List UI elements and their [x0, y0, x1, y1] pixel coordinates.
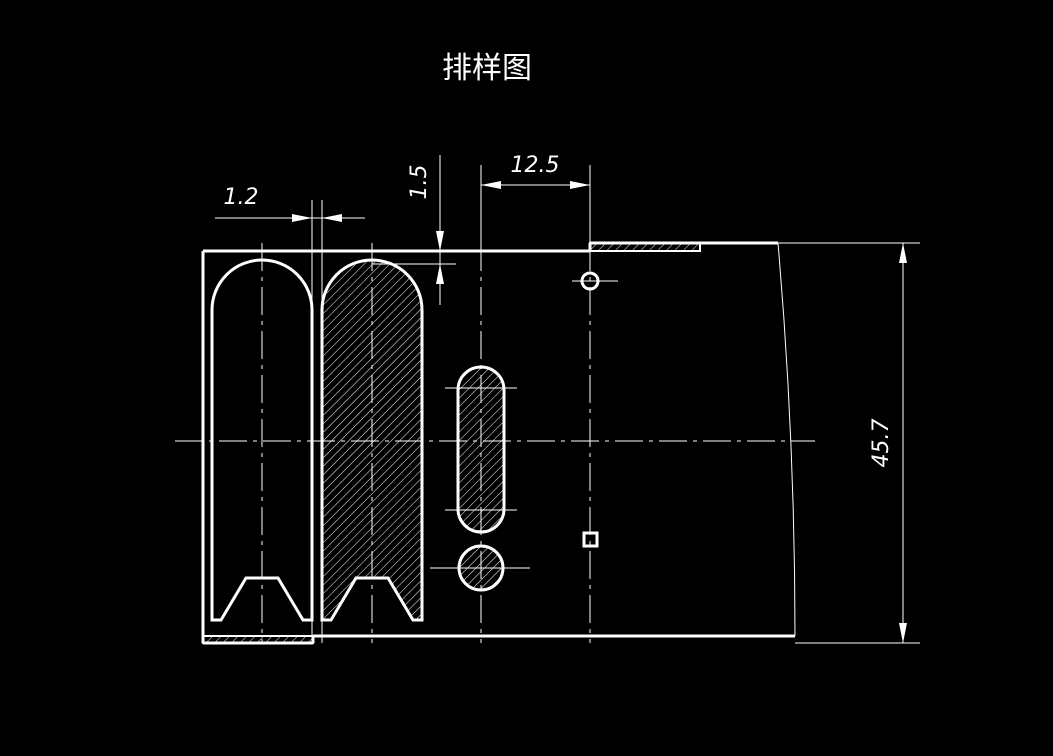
dimension-gap-label: 1.2	[224, 185, 259, 210]
dimension-edge-margin: 1.5	[372, 155, 456, 305]
dimension-strip-width-label: 45.7	[869, 419, 894, 468]
dimension-gap: 1.2	[215, 185, 365, 643]
drawing-title: 排样图	[442, 51, 532, 86]
dimension-strip-width: 45.7	[778, 242, 920, 644]
top-edge-scrap	[589, 242, 701, 252]
bottom-edge-scrap	[202, 635, 314, 644]
dimension-pitch-label: 12.5	[511, 153, 560, 178]
dimension-pitch: 12.5	[480, 153, 591, 243]
center-lines	[175, 243, 815, 643]
dimension-edge-margin-label: 1.5	[407, 165, 432, 200]
